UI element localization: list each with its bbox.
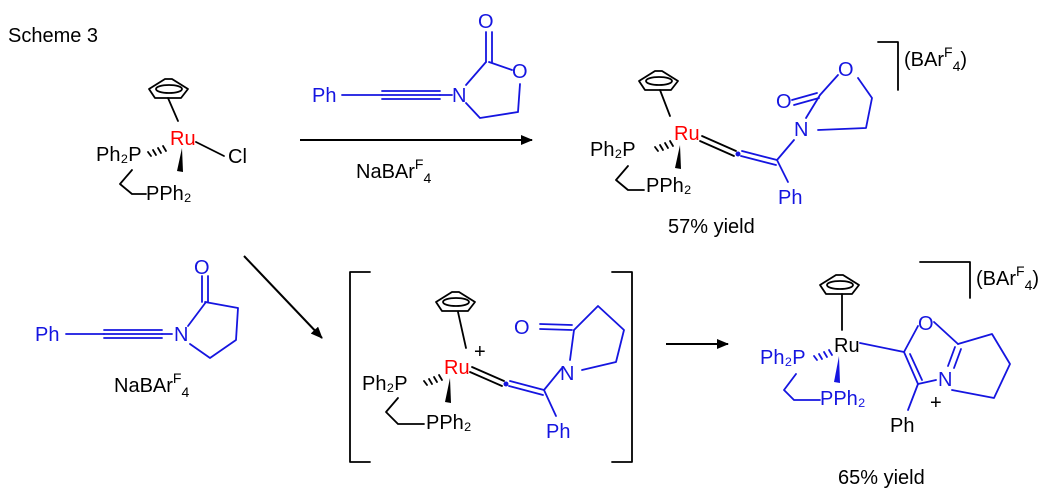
n-atom: N: [794, 119, 808, 141]
bottom-product-complex: Ru Ph₂P PPh₂ O N + Ph: [760, 274, 1011, 437]
carbonyl-o: O: [478, 11, 494, 33]
hashed-bond: [147, 145, 167, 157]
n-atom: N: [938, 369, 952, 391]
ph-group: Ph: [778, 187, 802, 209]
ru-atom: Ru: [170, 128, 196, 150]
ethylene-bridge: [119, 169, 147, 195]
cyclopentadienyl-ring: [638, 70, 679, 117]
cyclopentadienyl-ring: [435, 291, 476, 349]
diagonal-reaction-arrow: [243, 255, 323, 339]
ethylene-bridge: [385, 397, 425, 425]
scheme-title: Scheme 3: [8, 25, 98, 47]
ph2p-ligand: Ph₂P: [362, 373, 408, 395]
bottom-reagent-label: NaBArF4: [114, 370, 189, 400]
charge-plus: +: [930, 392, 942, 414]
ph2p-ligand: Ph₂P: [96, 144, 142, 166]
pph2-ligand: PPh₂: [426, 412, 472, 434]
ru-atom: Ru: [674, 123, 700, 145]
ru-atom: Ru: [834, 335, 860, 357]
bottom-counterion: (BArF4): [976, 263, 1039, 293]
hashed-bond: [654, 140, 674, 152]
ethylene-bridge: [783, 373, 821, 401]
ph-group: Ph: [546, 421, 570, 443]
ring-o: O: [512, 61, 528, 83]
ph2p-ligand: Ph₂P: [760, 347, 806, 369]
top-product-complex: Ru Ph₂P PPh₂ Ph N O O: [590, 59, 873, 209]
ru-atom: Ru: [444, 357, 470, 379]
pph2-ligand: PPh₂: [146, 183, 192, 205]
n-atom: N: [452, 85, 466, 107]
bottom-counterion-bracket: [919, 261, 971, 299]
cl-atom: Cl: [228, 146, 247, 168]
ph-group: Ph: [35, 324, 59, 346]
intermediate-vinylidene-complex: Ru + Ph₂P PPh₂ Ph N O: [362, 291, 625, 443]
ring-o: O: [838, 59, 854, 81]
top-ynamide-reagent: Ph N O O: [312, 11, 528, 119]
pph2-ligand: PPh₂: [646, 175, 692, 197]
top-counterion-bracket: [877, 41, 899, 91]
top-reagent-label: NaBArF4: [356, 156, 431, 186]
top-counterion: (BArF4): [904, 44, 967, 74]
starting-ru-chloride-complex: Ru Cl Ph₂P PPh₂: [96, 78, 247, 205]
intermediate-brackets: [349, 271, 633, 463]
bottom-ynamide-reagent: Ph N O: [35, 257, 239, 359]
n-atom: N: [560, 363, 574, 385]
charge-plus: +: [474, 341, 486, 363]
ethylene-bridge: [615, 165, 645, 191]
ph-group: Ph: [890, 415, 914, 437]
ring-o: O: [918, 313, 934, 335]
carbonyl-o: O: [194, 257, 210, 279]
hashed-bond: [423, 374, 443, 386]
n-atom: N: [174, 324, 188, 346]
cyclopentadienyl-ring: [819, 274, 860, 331]
carbonyl-o: O: [776, 91, 792, 113]
pph2-ligand: PPh₂: [820, 388, 866, 410]
top-product-yield: 57% yield: [668, 216, 755, 238]
ph2p-ligand: Ph₂P: [590, 139, 636, 161]
bottom-product-yield: 65% yield: [838, 467, 925, 489]
carbonyl-o: O: [514, 317, 530, 339]
ph-group: Ph: [312, 85, 336, 107]
cyclopentadienyl-ring: [148, 78, 189, 122]
hashed-bond: [813, 349, 833, 361]
